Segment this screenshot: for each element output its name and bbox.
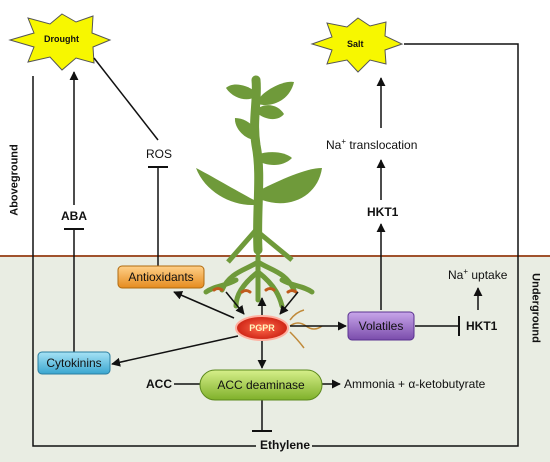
drought-label: Drought (44, 34, 79, 44)
uptake-text: uptake (468, 268, 508, 282)
acc-deaminase-text: ACC deaminase (217, 378, 305, 392)
cytokinins-box (37, 351, 111, 375)
ethylene-label: Ethylene (258, 438, 313, 452)
salt-ethylene-line (312, 43, 519, 447)
na-translocation-label: Na+ translocation (326, 137, 418, 152)
drought-ros-line (93, 57, 159, 141)
bacteria-tail (289, 309, 305, 321)
volatiles-text: Volatiles (358, 319, 404, 333)
hkt1-lower-label: HKT1 (466, 319, 498, 333)
root-pgpr-arrow (225, 291, 245, 315)
ros-label: ROS (146, 147, 173, 161)
plus-superscript: + (341, 137, 347, 146)
pgpr-cytokinins-arrow (111, 335, 239, 367)
translocation-text: translocation (346, 138, 418, 152)
salt-star-icon (310, 17, 404, 73)
volatiles-box (347, 311, 415, 341)
aboveground-label: Aboveground (8, 144, 21, 216)
bacteria-tail (289, 331, 305, 349)
salt-label: Salt (347, 39, 364, 49)
root-pgpr-arrow (279, 291, 299, 315)
aba-label: ABA (61, 209, 87, 223)
plus-superscript: + (463, 267, 469, 276)
pgpr-ellipse (235, 315, 289, 341)
pgpr-antioxidants-arrow (173, 291, 235, 319)
acc-deaminase-box (199, 369, 323, 401)
na-symbol: Na (448, 268, 464, 282)
plant-icon (196, 75, 322, 309)
cytokinins-text: Cytokinins (46, 356, 102, 370)
drought-ethylene-line (32, 76, 256, 447)
drought-star-icon (8, 13, 112, 71)
underground-label: Underground (529, 273, 542, 343)
antioxidants-box (117, 265, 205, 289)
na-uptake-label: Na+ uptake (448, 267, 508, 282)
pgpr-text: PGPR (249, 323, 275, 333)
hkt1-upper-label: HKT1 (367, 205, 399, 219)
na-symbol: Na (326, 138, 342, 152)
antioxidants-text: Antioxidants (128, 270, 194, 284)
products-label: Ammonia + α-ketobutyrate (344, 377, 486, 391)
acc-label: ACC (146, 377, 172, 391)
